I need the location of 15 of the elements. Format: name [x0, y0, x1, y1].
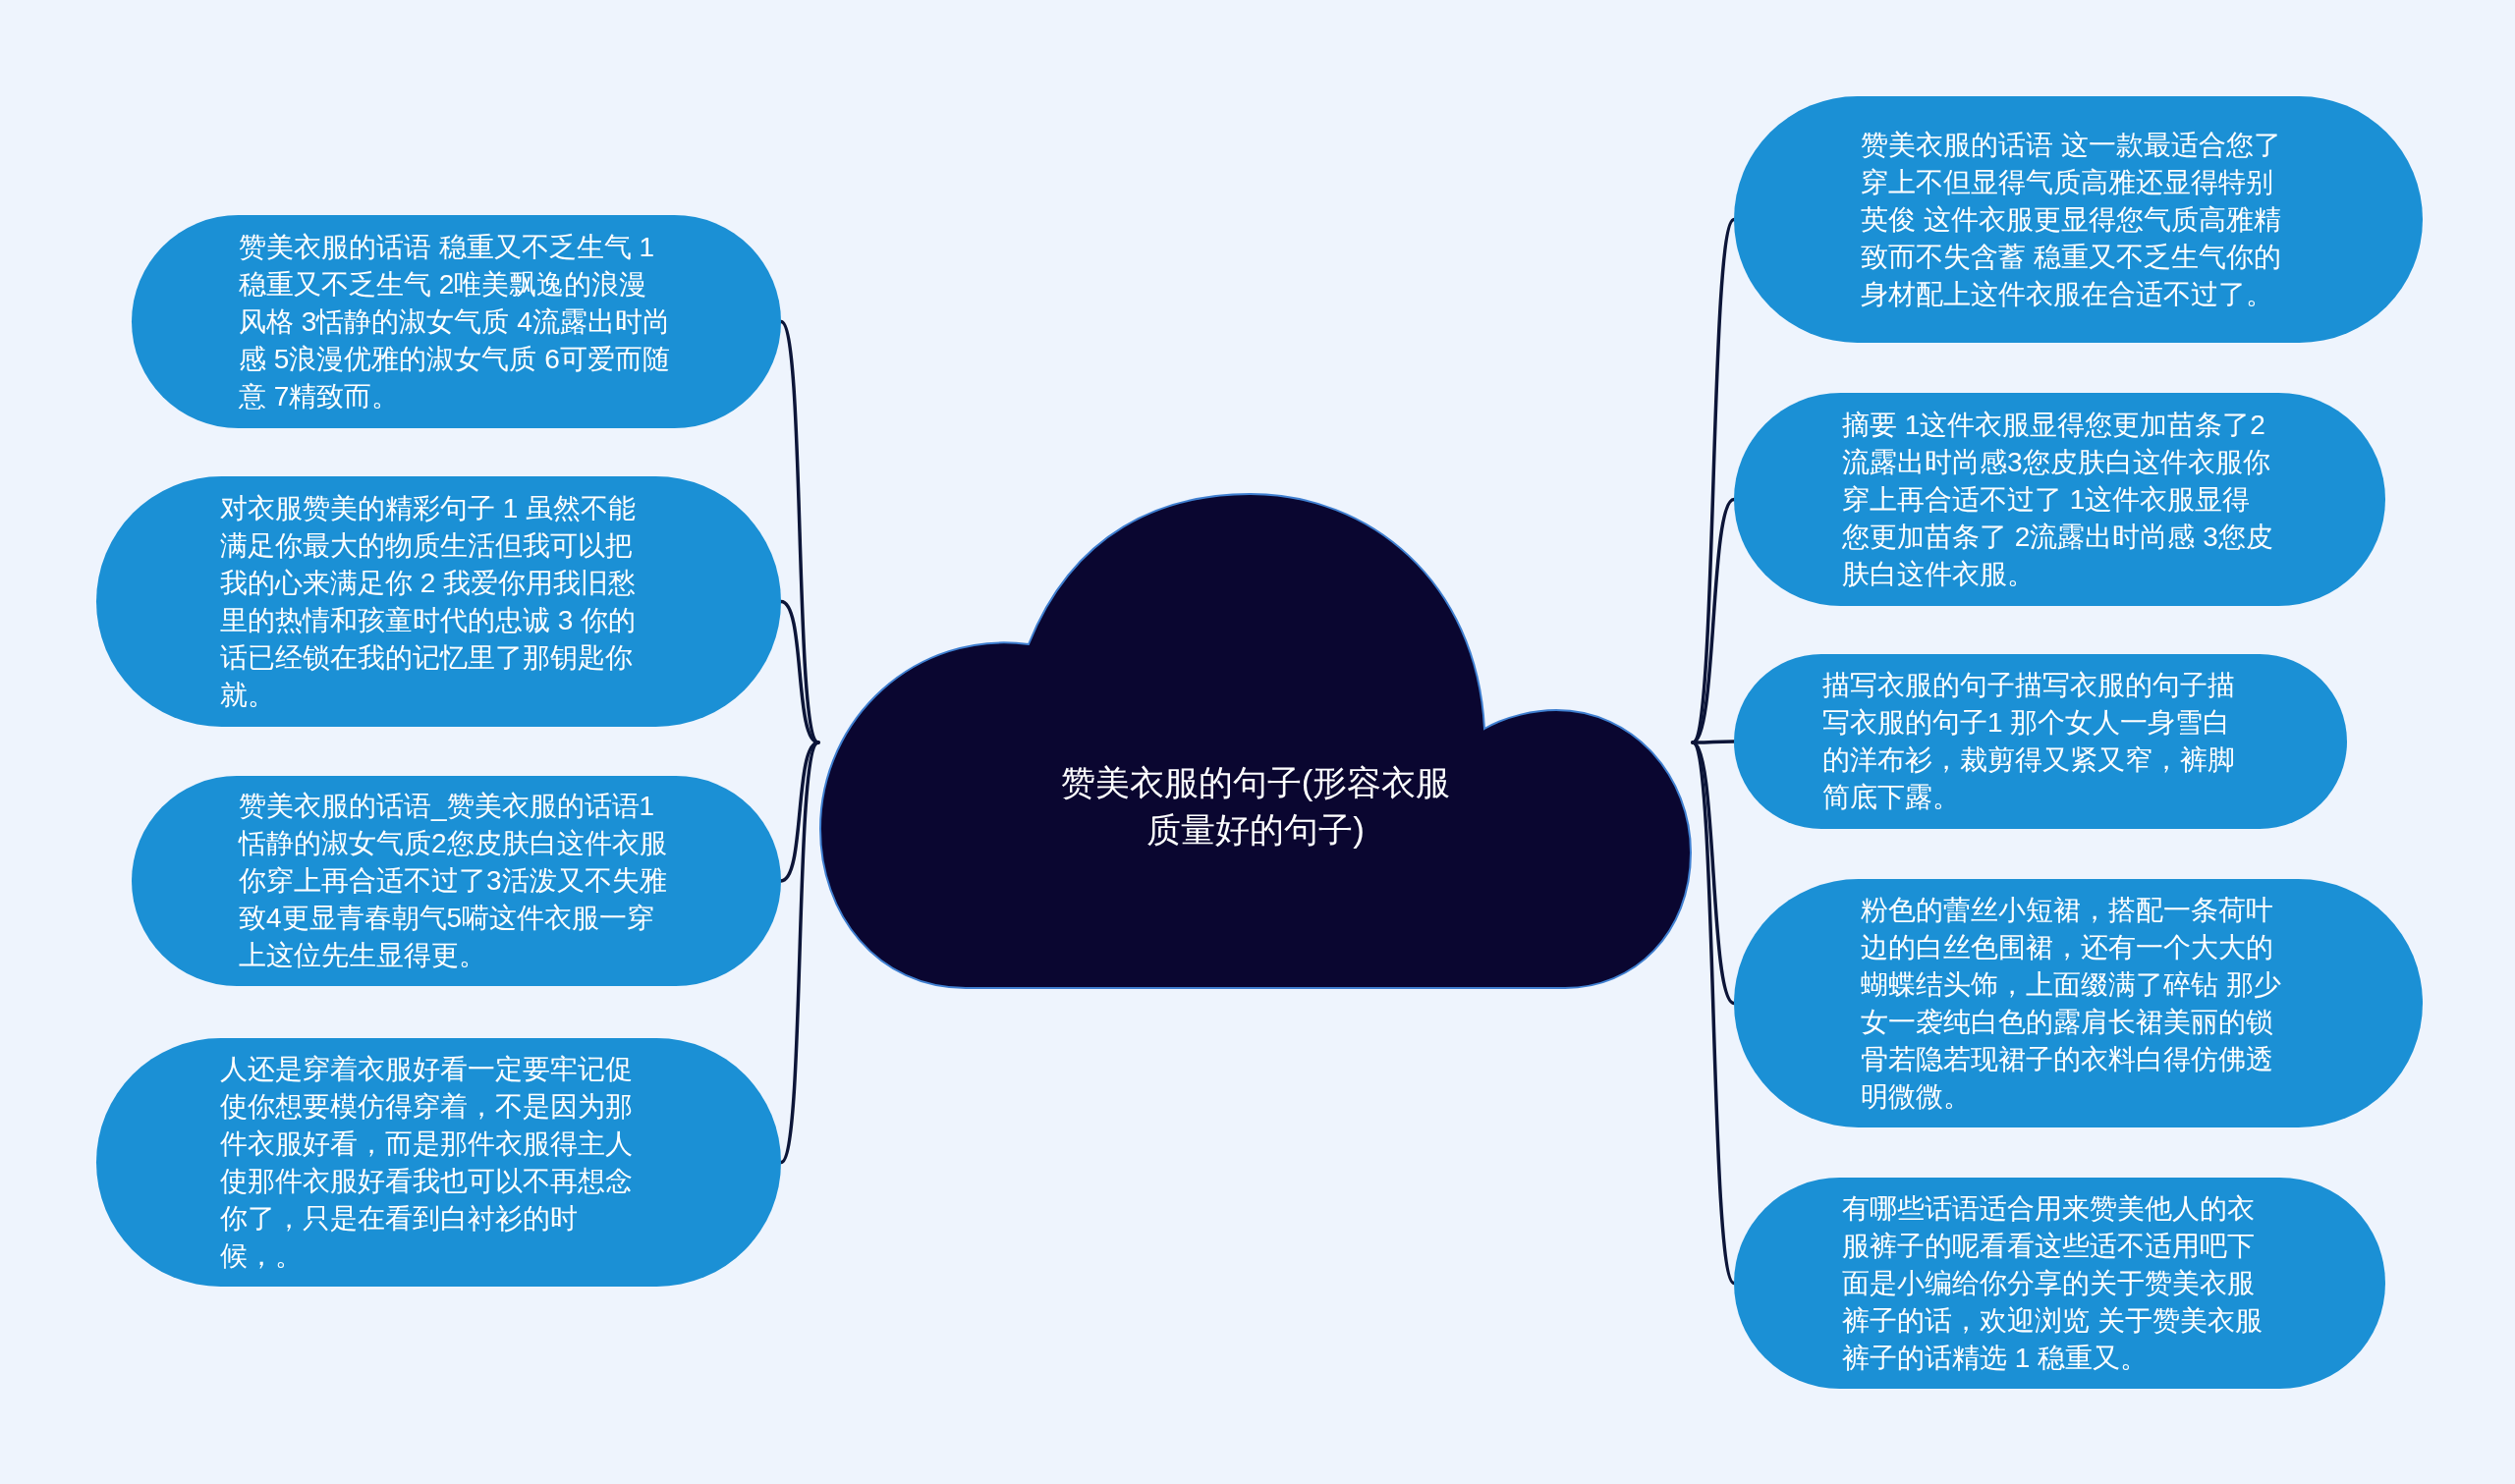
node-text: 赞美衣服的话语 这一款最适合您了穿上不但显得气质高雅还显得特别英俊 这件衣服更显得您气质高雅精致而不失含蓄 稳重又不乏生气你的身材配上这件衣服在合适不过了。 — [1861, 128, 2282, 311]
node-text: 赞美衣服的话语 稳重又不乏生气 1稳重又不乏生气 2唯美飘逸的浪漫风格 3恬静的淑女气质 4流露出时尚感 5浪漫优雅的淑女气质 6可爱而随意 7精致而。 — [239, 230, 671, 413]
connector-line — [779, 599, 820, 744]
node-text: 对衣服赞美的精彩句子 1 虽然不能满足你最大的物质生活但我可以把我的心来满足你 2 我爱你用我旧愁里的热情和孩童时代的忠诚 3 你的话已经锁在我的记忆里了那钥匙你就。 — [220, 491, 638, 712]
connector-line — [1691, 740, 1736, 744]
node-text: 描写衣服的句子描写衣服的句子描写衣服的句子1 那个女人一身雪白的洋布衫，裁剪得又紧又窄，裤脚简底下露。 — [1822, 669, 2236, 814]
node-text: 摘要 1这件衣服显得您更加苗条了2流露出时尚感3您皮肤白这件衣服你穿上再合适不过了 1这件衣服显得您更加苗条了 2流露出时尚感 3您皮肤白这件衣服。 — [1842, 408, 2274, 591]
connector-line — [779, 741, 820, 1165]
node-text: 人还是穿着衣服好看一定要牢记促使你想要模仿得穿着，不是因为那件衣服好看，而是那件衣服得主人使那件衣服好看我也可以不再想念你了，只是在看到白衬衫的时候，。 — [220, 1052, 634, 1273]
node-text: 有哪些话语适合用来赞美他人的衣服裤子的呢看看这些适不适用吧下面是小编给你分享的关于赞美衣服裤子的话，欢迎浏览 关于赞美衣服裤子的话精选 1 稳重又。 — [1842, 1191, 2264, 1375]
connector-line — [1691, 741, 1736, 1286]
node-text: 赞美衣服的话语_赞美衣服的话语1恬静的淑女气质2您皮肤白这件衣服你穿上再合适不过了3活泼又不失雅致4更显青春朝气5嗬这件衣服一穿上这位先生显得更。 — [239, 790, 668, 972]
topic-title: 赞美衣服的句子(形容衣服质量好的句子) — [1059, 762, 1452, 851]
cloud-shape — [818, 492, 1693, 990]
node-text: 粉色的蕾丝小短裙，搭配一条荷叶边的白丝色围裙，还有一个大大的蝴蝶结头饰，上面缀满了碎钻 那少女一袭纯白色的露肩长裙美丽的锁骨若隐若现裙子的衣料白得仿佛透明微微。 — [1861, 893, 2282, 1114]
